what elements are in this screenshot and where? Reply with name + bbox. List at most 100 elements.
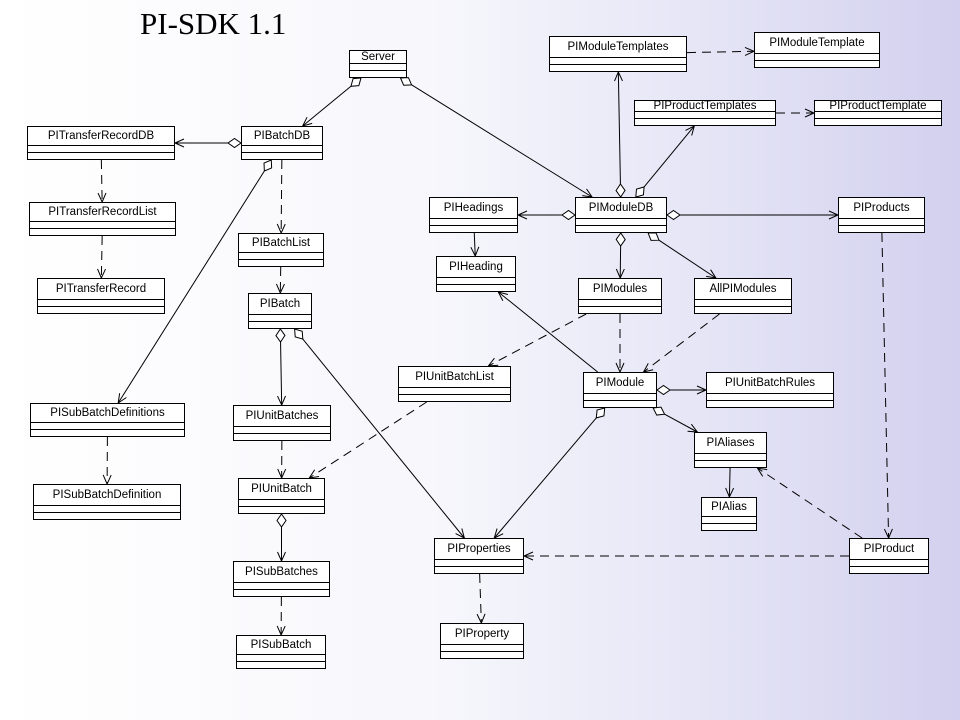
connector-piproduct-pialiases (756, 467, 863, 539)
aggregation-diamond (615, 183, 626, 198)
class-pialiases[interactable]: PIAliases (694, 432, 767, 468)
operations-compartment (441, 651, 523, 658)
class-name: PIModules (592, 283, 648, 295)
attributes-compartment (237, 654, 325, 661)
connector-line (488, 313, 587, 367)
class-name: PIProducts (853, 202, 910, 214)
class-piproducttemplate[interactable]: PIProductTemplate (814, 100, 942, 126)
connector-piunitbatches-piunitbatch (277, 440, 287, 480)
aggregation-diamond (647, 232, 660, 241)
connector-pisubbatchdefinitions-pisubbatchdefinition (102, 436, 112, 486)
class-name: PIProduct (863, 543, 915, 555)
class-name: PIUnitBatches (245, 410, 319, 422)
connector-pibatch-piunitbatches (275, 328, 286, 407)
class-name: PIProductTemplate (829, 101, 927, 111)
operations-compartment (550, 64, 686, 71)
connector-line (881, 232, 890, 539)
aggregation-diamond (635, 186, 645, 198)
class-pisubbatch[interactable]: PISubBatch (236, 635, 326, 669)
attributes-compartment (695, 453, 766, 460)
connector-pialiases-pialias (725, 467, 735, 499)
arrowhead (487, 357, 499, 367)
connector-line (757, 467, 863, 539)
class-pibatchdb[interactable]: PIBatchDB (241, 126, 323, 160)
class-piunitbatches[interactable]: PIUnitBatches (233, 405, 331, 441)
connector-line (280, 159, 283, 234)
class-pimoduletemplate[interactable]: PIModuleTemplate (754, 32, 880, 68)
class-pimodules[interactable]: PIModules (578, 278, 662, 314)
class-server[interactable]: Server (349, 50, 407, 78)
connector-line (100, 159, 103, 203)
class-pimoduledb[interactable]: PIModuleDB (575, 197, 667, 233)
operations-compartment (576, 225, 666, 232)
class-pisubbatchdefinitions[interactable]: PISubBatchDefinitions (30, 403, 185, 437)
connector-pimoduledb-piproducttemplates (635, 125, 696, 198)
attributes-compartment (435, 559, 523, 566)
class-name: PIBatchList (251, 237, 311, 249)
class-pibatch[interactable]: PIBatch (248, 293, 312, 329)
class-piunitbatch[interactable]: PIUnitBatch (238, 478, 325, 514)
class-pisubbatchdefinition[interactable]: PISubBatchDefinition (33, 484, 181, 520)
connector-pimoduledb-piproducts (666, 209, 840, 221)
class-pialias[interactable]: PIAlias (701, 497, 757, 531)
attributes-compartment (550, 57, 686, 64)
attributes-compartment (239, 252, 323, 259)
operations-compartment (237, 661, 325, 668)
class-pisubbatches[interactable]: PISubBatches (233, 561, 330, 597)
attributes-compartment (815, 111, 941, 118)
aggregation-diamond (666, 209, 681, 221)
arrowhead (476, 613, 486, 625)
connector-line (117, 170, 265, 404)
connector-line (617, 71, 621, 185)
operations-compartment (249, 321, 311, 328)
operations-compartment (234, 433, 330, 440)
class-pimodule[interactable]: PIModule (583, 372, 657, 408)
connector-line (100, 235, 103, 279)
connector-pimoduledb-allpimodules (647, 232, 717, 279)
class-piheading[interactable]: PIHeading (436, 256, 516, 292)
class-pimoduletemplates[interactable]: PIModuleTemplates (549, 36, 687, 72)
connector-line (493, 417, 597, 539)
operations-compartment (34, 512, 180, 519)
operations-compartment (242, 152, 322, 159)
class-pibatchlist[interactable]: PIBatchList (238, 233, 324, 267)
operations-compartment (30, 228, 175, 235)
aggregation-diamond (615, 232, 626, 247)
attributes-compartment (850, 559, 928, 566)
attributes-compartment (34, 505, 180, 512)
class-piheadings[interactable]: PIHeadings (429, 197, 518, 233)
attributes-compartment (584, 393, 656, 400)
class-piunitbatchlist[interactable]: PIUnitBatchList (398, 366, 511, 402)
operations-compartment (399, 394, 510, 401)
class-piproduct[interactable]: PIProduct (849, 538, 929, 574)
class-piproducts[interactable]: PIProducts (838, 197, 925, 233)
class-name: PIModuleTemplates (567, 41, 669, 53)
connector-line (309, 401, 427, 479)
class-name: PIAlias (711, 501, 747, 513)
attributes-compartment (755, 53, 879, 60)
class-piproperty[interactable]: PIProperty (440, 623, 524, 659)
class-piproperties[interactable]: PIProperties (434, 538, 524, 574)
class-pitransferrecord[interactable]: PITransferRecord (37, 278, 165, 314)
operations-compartment (635, 118, 775, 125)
attributes-compartment (350, 63, 406, 70)
operations-compartment (579, 306, 661, 313)
class-pitransferrecorddb[interactable]: PITransferRecordDB (27, 126, 175, 160)
class-name: PISubBatchDefinitions (50, 407, 165, 419)
class-allpimodules[interactable]: AllPIModules (694, 278, 792, 314)
operations-compartment (28, 152, 174, 159)
class-name: PISubBatches (245, 566, 318, 578)
connector-pitransferrecordlist-pitransferrecord (97, 235, 106, 280)
attributes-compartment (399, 387, 510, 394)
connector-line (728, 467, 731, 498)
class-piproducttemplates[interactable]: PIProductTemplates (634, 100, 776, 126)
connector-server-pimoduledb (399, 77, 594, 198)
aggregation-diamond (399, 77, 413, 86)
connector-line (411, 84, 593, 198)
class-name: PIProperty (454, 628, 510, 640)
class-piunitbatchrules[interactable]: PIUnitBatchRules (706, 372, 834, 408)
class-pitransferrecordlist[interactable]: PITransferRecordList (29, 202, 176, 236)
attributes-compartment (242, 145, 322, 152)
operations-compartment (31, 429, 184, 436)
